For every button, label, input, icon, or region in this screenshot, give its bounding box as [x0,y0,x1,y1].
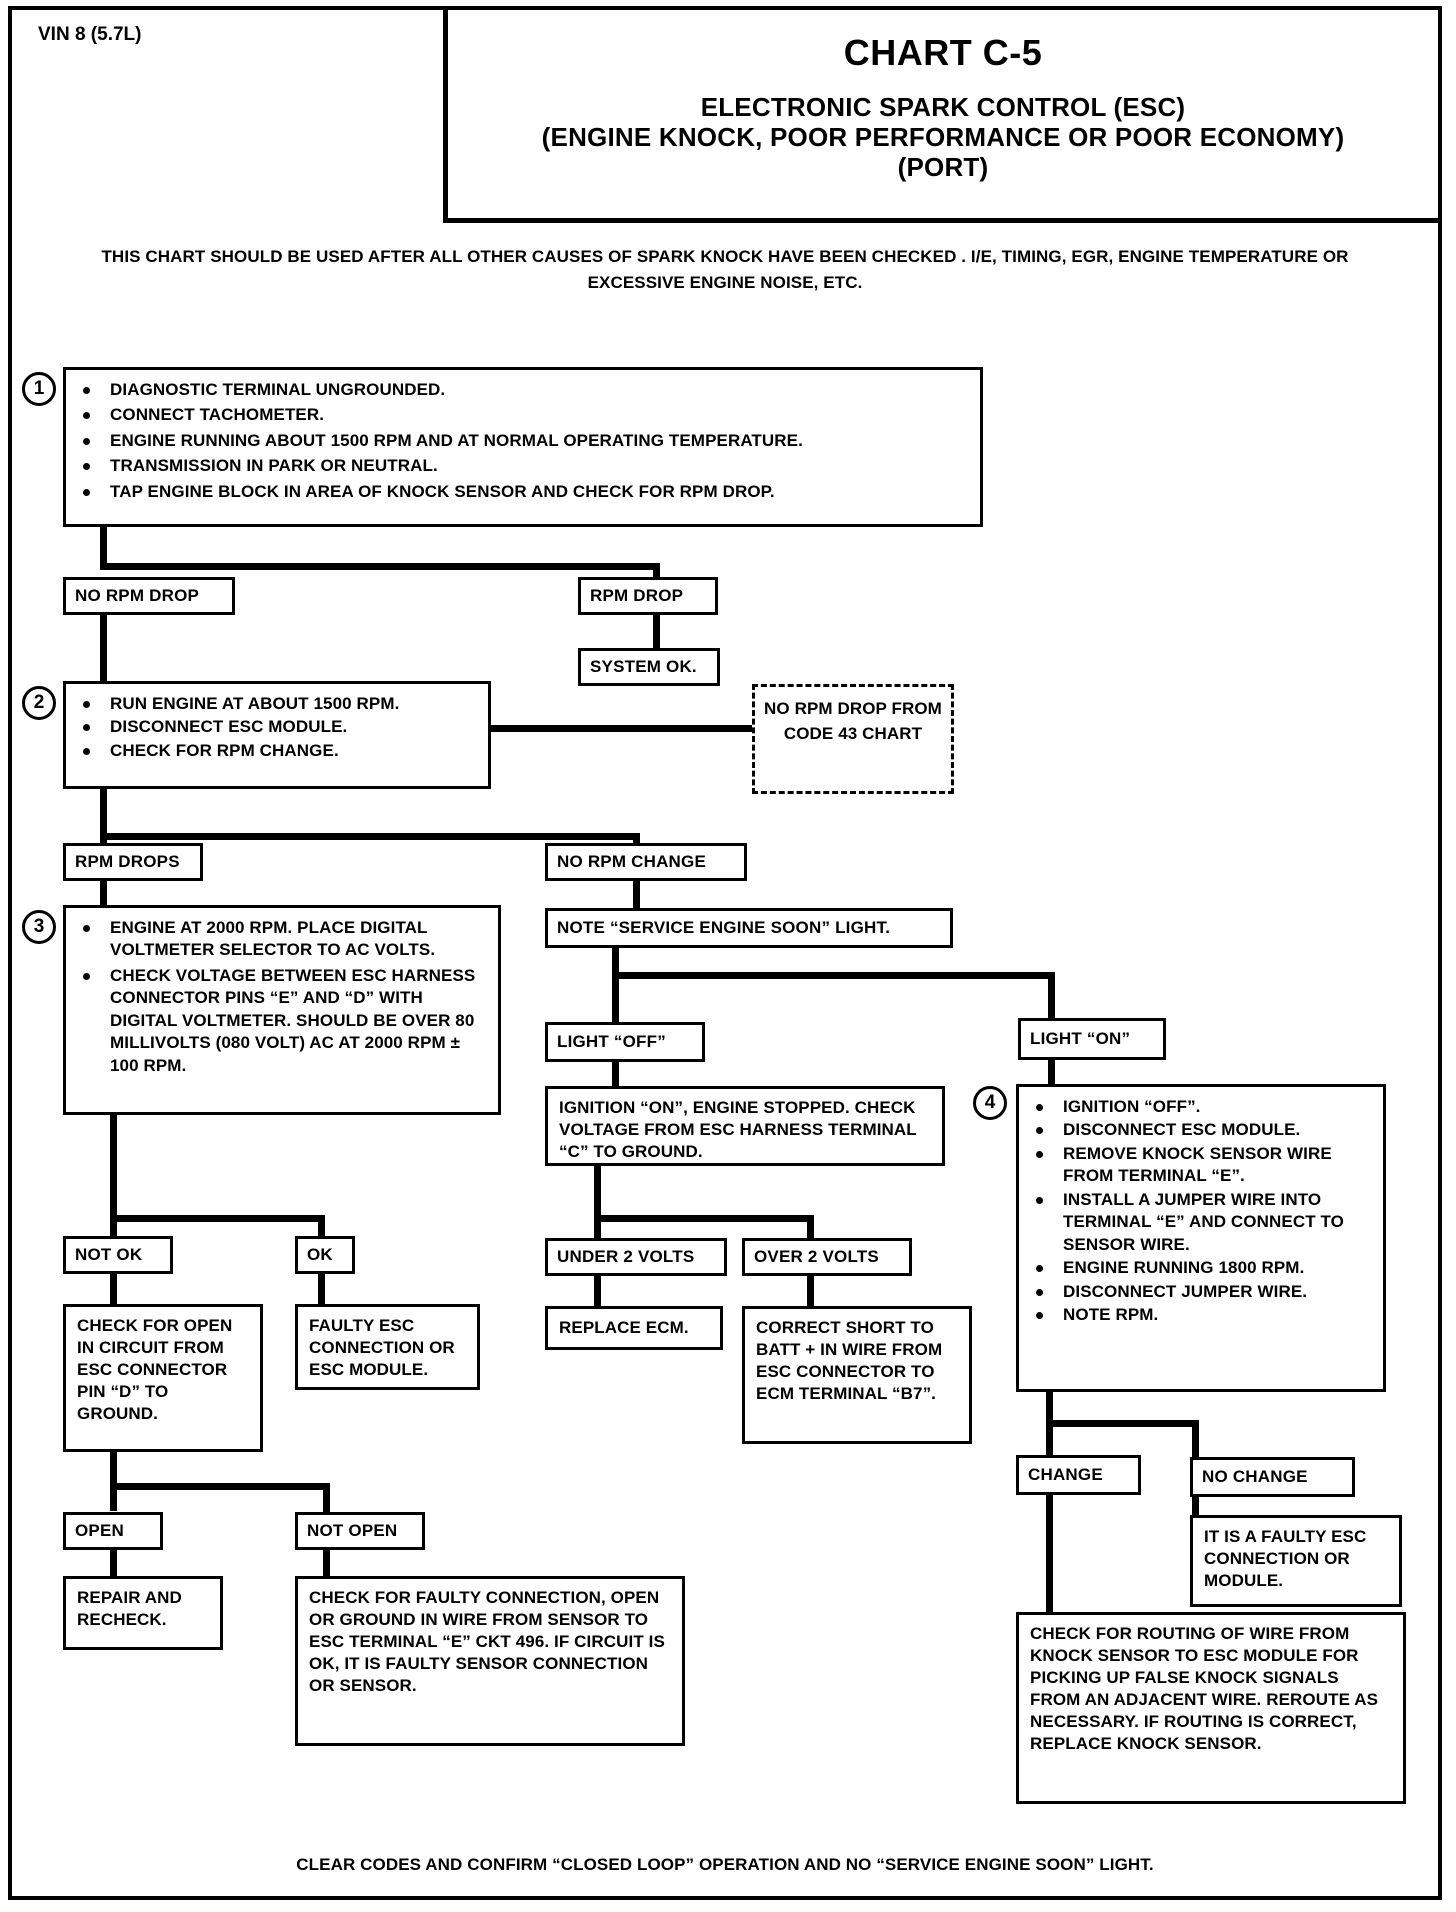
vin-label: VIN 8 (5.7L) [38,24,142,45]
connector-step2-split [100,833,640,840]
label-no-rpm-drop: NO RPM DROP [63,577,235,615]
step-1-bullet-2: CONNECT TACHOMETER. [76,404,970,426]
label-system-ok: SYSTEM OK. [578,648,720,686]
step-4-marker: 4 [973,1086,1007,1120]
label-light-on: LIGHT “ON” [1018,1018,1166,1060]
connector-norpmchange-note [633,880,640,910]
connector-lightoff-ignition [612,1060,619,1088]
step-2-bullet-1: RUN ENGINE AT ABOUT 1500 RPM. [76,693,478,715]
label-not-ok: NOT OK [63,1236,173,1274]
connector-change-checkrouting [1046,1493,1053,1615]
label-rpm-drop: RPM DROP [578,577,718,615]
connector-step3-split [110,1215,325,1222]
step-1-marker: 1 [22,372,56,406]
connector-to-norpmchange [633,833,640,850]
step-4-bullet-5: ENGINE RUNNING 1800 RPM. [1029,1257,1373,1279]
step-4-bullet-1: IGNITION “OFF”. [1029,1096,1373,1118]
box-check-open-circuit: CHECK FOR OPEN IN CIRCUIT FROM ESC CONNE… [63,1304,263,1452]
step-4-bullet-6: DISCONNECT JUMPER WIRE. [1029,1281,1373,1303]
chart-title-line1: ELECTRONIC SPARK CONTROL (ESC) [700,92,1186,122]
connector-open-repair [110,1548,117,1576]
step-4-bullet-7: NOTE RPM. [1029,1304,1373,1326]
box-correct-short-to-batt: CORRECT SHORT TO BATT + IN WIRE FROM ESC… [742,1306,972,1444]
step-1-bullet-4: TRANSMISSION IN PARK OR NEUTRAL. [76,455,970,477]
box-faulty-esc-connection: FAULTY ESC CONNECTION OR ESC MODULE. [295,1304,480,1390]
connector-ignition-down [594,1164,601,1240]
label-no-change: NO CHANGE [1190,1457,1355,1497]
connector-under2v-replaceecm [594,1274,601,1306]
step-4-bullet-3: REMOVE KNOCK SENSOR WIRE FROM TERMINAL “… [1029,1143,1373,1188]
box-ignition-on-check-voltage: IGNITION “ON”, ENGINE STOPPED. CHECK VOL… [545,1086,945,1166]
box-replace-ecm: REPLACE ECM. [545,1306,723,1350]
label-change: CHANGE [1016,1455,1141,1495]
connector-note-split [612,972,1055,979]
step-1-bullet-5: TAP ENGINE BLOCK IN AREA OF KNOCK SENSOR… [76,481,970,503]
connector-note-down [612,946,619,1028]
label-not-open: NOT OPEN [295,1512,425,1550]
label-open: OPEN [63,1512,163,1550]
chart-title: ELECTRONIC SPARK CONTROL (ESC) (ENGINE K… [448,92,1438,182]
box-it-is-faulty-esc: IT IS A FAULTY ESC CONNECTION OR MODULE. [1190,1515,1402,1607]
connector-step2-down [100,789,107,851]
connector-step4-split [1046,1420,1199,1427]
connector-over2v-correctshort [807,1274,814,1306]
box-check-routing: CHECK FOR ROUTING OF WIRE FROM KNOCK SEN… [1016,1612,1406,1804]
connector-notopen-checkfaulty [323,1548,330,1576]
connector-step3-down [110,1113,117,1238]
connector-nochange-faulty [1192,1493,1199,1515]
step-1-bullet-1: DIAGNOSTIC TERMINAL UNGROUNDED. [76,379,970,401]
chart-title-line3: (PORT) [897,152,989,183]
step-3-bullet-2: CHECK VOLTAGE BETWEEN ESC HARNESS CONNEC… [76,965,488,1077]
label-under-2-volts: UNDER 2 VOLTS [545,1238,727,1276]
footer-note: CLEAR CODES AND CONFIRM “CLOSED LOOP” OP… [296,1855,1154,1874]
step-4-bullet-2: DISCONNECT ESC MODULE. [1029,1119,1373,1141]
connector-rpmdrops-step3 [100,880,107,913]
label-rpm-drops: RPM DROPS [63,843,203,881]
box-repair-and-recheck: REPAIR AND RECHECK. [63,1576,223,1650]
chart-number: CHART C-5 [843,32,1043,73]
step-4-bullet-4: INSTALL A JUMPER WIRE INTO TERMINAL “E” … [1029,1189,1373,1256]
step-1-bullet-3: ENGINE RUNNING ABOUT 1500 RPM AND AT NOR… [76,430,970,452]
title-block: CHART C-5 ELECTRONIC SPARK CONTROL (ESC)… [443,8,1438,223]
label-over-2-volts: OVER 2 VOLTS [742,1238,912,1276]
step-3-bullet-1: ENGINE AT 2000 RPM. PLACE DIGITAL VOLTME… [76,917,488,962]
connector-ignition-split [594,1215,814,1222]
chart-title-line2: (ENGINE KNOCK, POOR PERFORMANCE OR POOR … [541,122,1345,153]
connector-to-rpm-drop [653,563,660,578]
connector-step1-split [100,563,660,570]
connector-checkopen-split [110,1483,330,1490]
step-3-box: ENGINE AT 2000 RPM. PLACE DIGITAL VOLTME… [63,905,501,1115]
ref-no-rpm-drop-code-43: NO RPM DROP FROM CODE 43 CHART [752,684,954,794]
connector-step1-down [100,527,107,570]
connector-norpmdrop-step2 [100,604,107,684]
connector-to-over2v [807,1215,814,1241]
connector-to-ok [318,1215,325,1239]
label-light-off: LIGHT “OFF” [545,1022,705,1062]
intro-note: THIS CHART SHOULD BE USED AFTER ALL OTHE… [101,247,1349,293]
page-border [8,6,1442,1900]
label-ok: OK [295,1236,355,1274]
connector-rpmdrop-systemok [653,612,660,652]
step-2-box: RUN ENGINE AT ABOUT 1500 RPM. DISCONNECT… [63,681,491,789]
connector-ok-faultyesc [318,1272,325,1304]
step-2-bullet-2: DISCONNECT ESC MODULE. [76,716,478,738]
connector-lighton-step4 [1048,1060,1055,1086]
label-no-rpm-change: NO RPM CHANGE [545,843,747,881]
step-1-box: DIAGNOSTIC TERMINAL UNGROUNDED. CONNECT … [63,367,983,527]
connector-notok-checkopen [110,1272,117,1304]
connector-checkopen-down [110,1451,117,1511]
connector-to-notopen [323,1483,330,1515]
step-3-marker: 3 [22,910,56,944]
label-note-service-engine-soon: NOTE “SERVICE ENGINE SOON” LIGHT. [545,908,953,948]
step-4-box: IGNITION “OFF”. DISCONNECT ESC MODULE. R… [1016,1084,1386,1392]
connector-to-lighton [1048,972,1055,1018]
step-2-marker: 2 [22,686,56,720]
connector-step2-code43 [490,725,882,732]
step-2-bullet-3: CHECK FOR RPM CHANGE. [76,740,478,762]
box-check-faulty-connection: CHECK FOR FAULTY CONNECTION, OPEN OR GRO… [295,1576,685,1746]
connector-to-nochange [1192,1420,1199,1460]
